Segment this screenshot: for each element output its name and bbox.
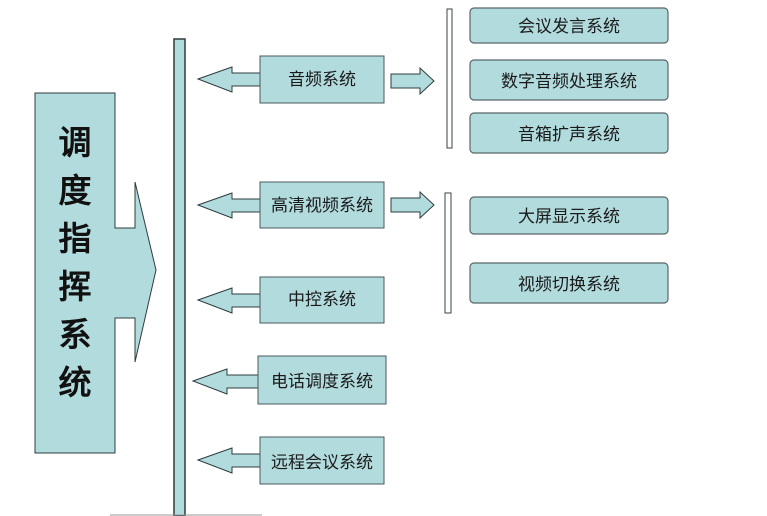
arrow-audio-to-bus [196, 66, 261, 93]
arrow-hd-video-to-children [390, 190, 435, 220]
subsystem-phone-dispatch-label: 电话调度系统 [271, 372, 373, 392]
root-char-4: 挥 [59, 267, 92, 306]
video-child-switching-box [469, 262, 669, 304]
subsystem-central-control-label: 中控系统 [288, 290, 356, 310]
root-block: 调 度 指 挥 系 统 [34, 92, 157, 454]
subsystem-hd-video: 高清视频系统 [259, 181, 385, 229]
subsystem-phone-dispatch: 电话调度系统 [257, 355, 387, 405]
subsystem-central-control-box [259, 276, 385, 324]
audio-child-speaker-pa: 音箱扩声系统 [469, 112, 669, 154]
subsystem-central-control: 中控系统 [259, 276, 385, 324]
audio-child-digital-processing-label: 数字音频处理系统 [501, 72, 637, 92]
subsystem-remote-conference-label: 远程会议系统 [271, 453, 373, 473]
subsystem-phone-dispatch-box [257, 355, 387, 405]
video-child-large-screen: 大屏显示系统 [469, 196, 669, 235]
subsystem-audio-box [259, 55, 385, 104]
subsystem-hd-video-label: 高清视频系统 [271, 196, 373, 216]
root-arrow-shape [34, 92, 157, 454]
audio-child-digital-processing-box [469, 59, 669, 101]
video-child-switching-label: 视频切换系统 [518, 275, 620, 295]
subsystem-hd-video-box [259, 181, 385, 229]
arrow-audio-to-children [390, 66, 435, 96]
audio-child-conference-speech: 会议发言系统 [469, 7, 669, 44]
video-child-switching: 视频切换系统 [469, 262, 669, 304]
subsystem-audio-label: 音频系统 [288, 70, 356, 90]
audio-child-speaker-pa-box [469, 112, 669, 154]
root-char-5: 系 [59, 315, 92, 354]
arrow-conference-to-bus [196, 447, 261, 474]
audio-children-bracket [446, 8, 453, 149]
arrow-hd-video-to-bus [196, 192, 261, 219]
audio-child-speaker-pa-label: 音箱扩声系统 [518, 125, 620, 145]
video-child-large-screen-label: 大屏显示系统 [518, 207, 620, 227]
arrow-control-to-bus [196, 287, 261, 314]
root-char-2: 度 [59, 171, 92, 210]
subsystem-remote-conference-box [259, 436, 385, 485]
subsystem-audio: 音频系统 [259, 55, 385, 104]
root-char-6: 统 [59, 363, 92, 402]
audio-child-conference-speech-label: 会议发言系统 [518, 17, 620, 37]
vertical-bus-bar [173, 38, 186, 516]
video-child-large-screen-box [469, 196, 669, 235]
audio-child-conference-speech-box [469, 7, 669, 44]
video-children-bracket [444, 192, 452, 314]
subsystem-remote-conference: 远程会议系统 [259, 436, 385, 485]
root-char-1: 调 [59, 123, 92, 162]
root-char-3: 指 [59, 219, 92, 258]
audio-child-digital-processing: 数字音频处理系统 [469, 59, 669, 101]
arrow-phone-to-bus [191, 368, 259, 395]
